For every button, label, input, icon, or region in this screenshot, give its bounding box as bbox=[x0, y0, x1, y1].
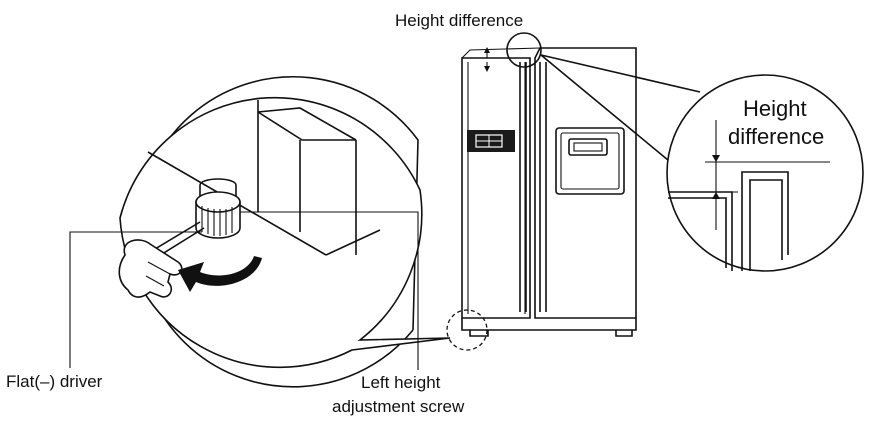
zoom-height-label: Height bbox=[743, 96, 807, 121]
adjustment-detail bbox=[118, 75, 451, 388]
rotation-arrow-icon bbox=[178, 256, 262, 292]
leader-lines bbox=[69, 211, 419, 370]
top-height-difference-label: Height difference bbox=[395, 11, 523, 30]
zoom-difference-label: difference bbox=[728, 124, 824, 149]
screw-label-line1: Left height bbox=[361, 373, 441, 392]
height-difference-zoom bbox=[540, 54, 864, 272]
refrigerator bbox=[461, 47, 637, 337]
hand-icon bbox=[118, 239, 183, 298]
flat-driver-label: Flat(–) driver bbox=[6, 372, 103, 391]
screw-label-line2: adjustment screw bbox=[332, 397, 465, 416]
top-detail-circle bbox=[506, 32, 542, 68]
adjustment-screw-knob bbox=[195, 178, 241, 239]
foot-detail-circle bbox=[446, 309, 488, 351]
